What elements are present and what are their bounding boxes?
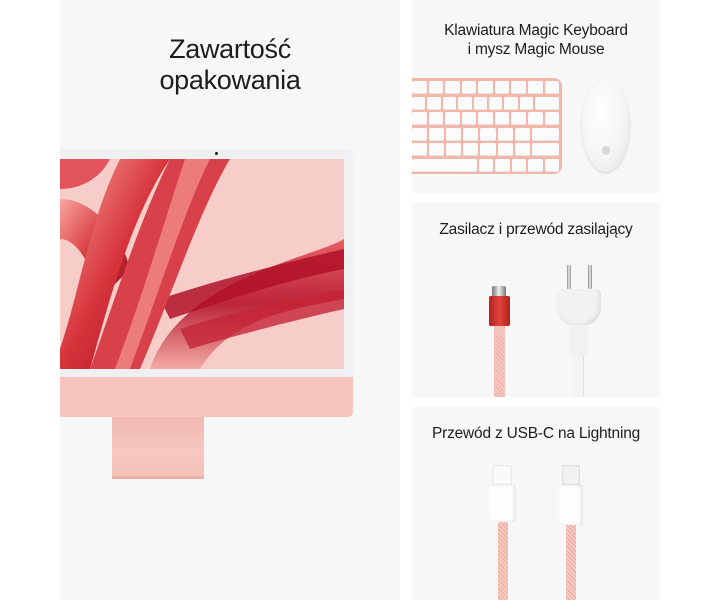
panel-keyboard-mouse: Klawiatura Magic Keyboard i mysz Magic M… [412,0,660,193]
plug-prong-right [588,265,592,289]
imac-foot [112,476,204,479]
imac-screen-image [60,159,344,369]
page-title-line1: Zawartość [169,34,291,64]
usbc-connector-icon [489,485,516,522]
page-title-line2: opakowania [159,65,301,95]
usbc-lightning-title: Przewód z USB-C na Lightning [412,424,660,443]
imac-chin [60,377,353,417]
power-plug-icon [557,289,601,327]
power-adapter-title-line1: Zasilacz i przewód zasilający [439,221,633,238]
apple-logo-icon [602,146,610,155]
page-title: Zawartość opakowania [60,34,400,96]
power-plug-neck [570,325,588,355]
panel-power-adapter: Zasilacz i przewód zasilający [412,203,660,397]
usbc-braided-cable [498,522,508,600]
braided-cable [494,336,505,397]
magic-keyboard-image [412,78,562,174]
panel-usbc-lightning: Przewód z USB-C na Lightning [412,407,660,600]
lightning-braided-cable [566,525,576,600]
lightning-connector-icon [559,485,583,525]
magic-mouse-image [582,80,630,172]
usbc-connector-tip [492,465,512,485]
plug-prong-left [567,265,571,289]
magsafe-connector-tip [492,286,506,296]
magsafe-cable-neck [494,326,505,336]
power-cable [574,355,584,397]
keyboard-mouse-title: Klawiatura Magic Keyboard i mysz Magic M… [412,21,660,59]
imac-stand [112,417,204,477]
power-adapter-title: Zasilacz i przewód zasilający [412,220,660,239]
panel-box-contents: Zawartość opakowania [60,0,400,600]
camera-icon [215,152,218,155]
keyboard-mouse-title-line2: i mysz Magic Mouse [467,41,605,58]
usbc-lightning-title-line1: Przewód z USB-C na Lightning [431,425,641,442]
magsafe-connector-icon [489,296,510,326]
lightning-connector-tip [562,465,580,485]
keyboard-mouse-title-line1: Klawiatura Magic Keyboard [444,22,628,39]
